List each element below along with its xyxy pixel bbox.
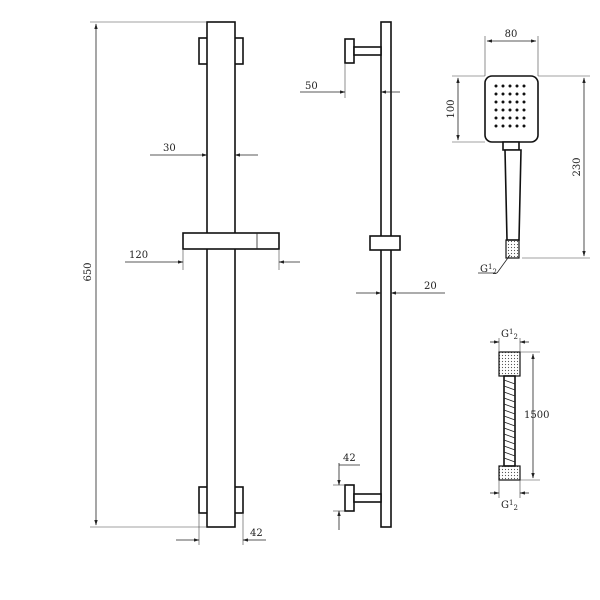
slider-front [182, 232, 280, 250]
hose-top-thread-label: G12 [501, 328, 518, 341]
bottom-arm-side [353, 493, 382, 503]
front-view: 650 30 120 42 [83, 21, 300, 545]
handshower-thread-label: G12 [480, 263, 497, 276]
bottom-bracket-depth-label: 42 [343, 453, 356, 464]
hose-top-fitting [498, 351, 521, 377]
head-width-label: 80 [505, 29, 518, 40]
hand-shower: 80 100 230 G12 [446, 29, 590, 276]
rail-side-width-label: 20 [424, 281, 437, 292]
shower-thread-end [505, 239, 520, 259]
slider-width-label: 120 [129, 250, 148, 261]
hose-bottom-thread-label: G12 [501, 499, 518, 512]
rail-width-label: 30 [163, 143, 176, 154]
bracket-depth-label: 42 [250, 528, 263, 539]
top-arm-side [353, 46, 382, 56]
shower-handle [504, 149, 522, 241]
rail-side [380, 21, 392, 528]
wall-offset-label: 50 [305, 81, 318, 92]
bottom-wall-plate-side [344, 484, 355, 512]
side-view: 50 20 42 [300, 21, 445, 530]
head-height-label: 100 [446, 99, 457, 118]
hose: G12 G12 1500 [490, 328, 549, 512]
top-wall-plate-side [344, 38, 355, 64]
shower-neck [502, 141, 520, 151]
handshower-length-label: 230 [572, 157, 583, 176]
shower-head [484, 75, 539, 143]
hose-bottom-fitting [498, 465, 521, 481]
rail-length-label: 650 [83, 262, 94, 281]
rail-front [206, 21, 236, 528]
slider-side [369, 235, 401, 251]
nozzle-grid [494, 84, 526, 128]
hose-length-label: 1500 [524, 410, 549, 421]
